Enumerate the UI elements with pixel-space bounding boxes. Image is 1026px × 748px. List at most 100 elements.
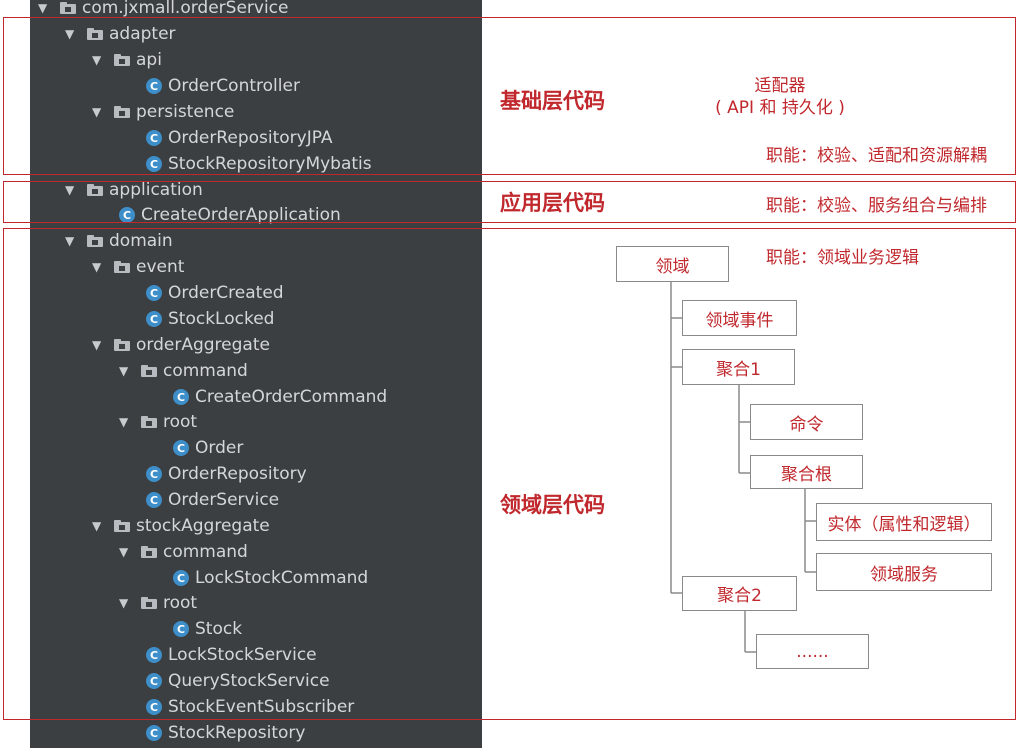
application-layer-frame	[3, 181, 1016, 223]
tree-node-order-aggregate[interactable]: ▼ orderAggregate	[92, 333, 270, 357]
class-icon: C	[146, 311, 162, 327]
adapter-label: 适配器	[754, 76, 806, 96]
tree-node-label: QueryStockService	[168, 671, 330, 691]
folder-icon	[114, 261, 130, 273]
folder-icon	[141, 416, 157, 428]
folder-icon	[114, 54, 130, 66]
tree-node-persistence[interactable]: ▼ persistence	[92, 100, 234, 124]
tree-node-domain[interactable]: ▼ domain	[65, 229, 173, 253]
folder-icon	[60, 2, 76, 14]
tree-node-label: orderAggregate	[136, 335, 270, 355]
tree-node-label: command	[163, 361, 248, 381]
tree-node-root[interactable]: ▼ com.jxmall.orderService	[38, 0, 288, 20]
tree-node-label: root	[163, 593, 198, 613]
tree-node-stock-repository-mybatis[interactable]: C StockRepositoryMybatis	[146, 152, 372, 176]
folder-icon	[141, 597, 157, 609]
tree-node-stock-event-subscriber[interactable]: C StockEventSubscriber	[146, 695, 354, 719]
tree-node-stock[interactable]: C Stock	[173, 617, 242, 641]
folder-icon	[114, 520, 130, 532]
class-icon: C	[146, 130, 162, 146]
tree-node-order-repository-jpa[interactable]: C OrderRepositoryJPA	[146, 126, 333, 150]
tree-node-order-created[interactable]: C OrderCreated	[146, 281, 284, 305]
tree-node-label: domain	[109, 231, 173, 251]
tree-node-adapter[interactable]: ▼ adapter	[65, 22, 176, 46]
tree-node-lock-stock-service[interactable]: C LockStockService	[146, 643, 317, 667]
tree-node-stock-root[interactable]: ▼ root	[119, 591, 197, 615]
tree-node-label: StockRepository	[168, 723, 306, 743]
class-icon: C	[146, 492, 162, 508]
tree-node-label: adapter	[109, 24, 176, 44]
tree-node-label: OrderService	[168, 490, 280, 510]
box-aggregate-2: 聚合2	[682, 576, 797, 611]
expand-arrow-icon[interactable]: ▼	[65, 234, 75, 248]
tree-node-label: OrderRepository	[168, 464, 307, 484]
tree-node-label: OrderCreated	[168, 283, 284, 303]
tree-node-query-stock-service[interactable]: C QueryStockService	[146, 669, 330, 693]
tree-node-api[interactable]: ▼ api	[92, 48, 162, 72]
tree-node-order-service[interactable]: C OrderService	[146, 488, 279, 512]
tree-node-stock-command[interactable]: ▼ command	[119, 540, 248, 564]
adapter-sublabel: ( API 和 持久化 )	[715, 98, 845, 118]
expand-arrow-icon[interactable]: ▼	[65, 183, 75, 197]
tree-node-label: stockAggregate	[136, 516, 270, 536]
tree-node-stock-aggregate[interactable]: ▼ stockAggregate	[92, 514, 270, 538]
tree-node-event[interactable]: ▼ event	[92, 255, 184, 279]
tree-node-create-order-application[interactable]: C CreateOrderApplication	[119, 203, 341, 227]
class-icon: C	[146, 466, 162, 482]
tree-node-create-order-command[interactable]: C CreateOrderCommand	[173, 385, 387, 409]
class-icon: C	[173, 389, 189, 405]
class-icon: C	[146, 78, 162, 94]
tree-node-order-root[interactable]: ▼ root	[119, 410, 197, 434]
class-icon: C	[173, 621, 189, 637]
expand-arrow-icon[interactable]: ▼	[92, 105, 102, 119]
class-icon: C	[173, 440, 189, 456]
class-icon: C	[146, 725, 162, 741]
tree-node-label: OrderRepositoryJPA	[168, 128, 333, 148]
expand-arrow-icon[interactable]: ▼	[92, 260, 102, 274]
folder-icon	[87, 28, 103, 40]
tree-node-label: CreateOrderCommand	[195, 387, 388, 407]
tree-node-order-repository[interactable]: C OrderRepository	[146, 462, 307, 486]
folder-icon	[114, 339, 130, 351]
box-domain-event: 领域事件	[682, 300, 797, 336]
expand-arrow-icon[interactable]: ▼	[119, 596, 129, 610]
expand-arrow-icon[interactable]: ▼	[38, 1, 48, 15]
folder-icon	[141, 546, 157, 558]
tree-node-order[interactable]: C Order	[173, 436, 243, 460]
tree-node-label: OrderController	[168, 76, 300, 96]
expand-arrow-icon[interactable]: ▼	[92, 338, 102, 352]
tree-node-label: StockLocked	[168, 309, 275, 329]
folder-icon	[87, 184, 103, 196]
tree-node-lock-stock-command[interactable]: C LockStockCommand	[173, 566, 368, 590]
expand-arrow-icon[interactable]: ▼	[92, 519, 102, 533]
tree-node-stock-repository[interactable]: C StockRepository	[146, 721, 305, 745]
box-aggregate-1: 聚合1	[682, 349, 795, 385]
tree-node-label: application	[109, 180, 203, 200]
folder-icon	[141, 365, 157, 377]
tree-node-label: com.jxmall.orderService	[82, 0, 289, 18]
tree-node-stock-locked[interactable]: C StockLocked	[146, 307, 274, 331]
tree-node-label: StockEventSubscriber	[168, 697, 355, 717]
application-duty: 职能：校验、服务组合与编排	[766, 196, 987, 216]
expand-arrow-icon[interactable]: ▼	[119, 545, 129, 559]
project-tree-panel: ▼ com.jxmall.orderService ▼ adapter ▼ ap…	[30, 0, 482, 748]
expand-arrow-icon[interactable]: ▼	[119, 364, 129, 378]
class-icon: C	[119, 207, 135, 223]
tree-node-order-command[interactable]: ▼ command	[119, 359, 248, 383]
tree-node-label: CreateOrderApplication	[141, 205, 341, 225]
box-ellipsis: ......	[756, 634, 869, 669]
tree-node-application[interactable]: ▼ application	[65, 178, 203, 202]
tree-node-label: Order	[195, 438, 244, 458]
expand-arrow-icon[interactable]: ▼	[92, 53, 102, 67]
class-icon: C	[146, 673, 162, 689]
box-entity: 实体（属性和逻辑）	[816, 503, 992, 541]
tree-node-label: LockStockCommand	[195, 568, 369, 588]
expand-arrow-icon[interactable]: ▼	[65, 27, 75, 41]
application-layer-title: 应用层代码	[500, 191, 605, 215]
box-command: 命令	[750, 404, 863, 440]
box-domain: 领域	[616, 246, 729, 282]
tree-node-order-controller[interactable]: C OrderController	[146, 74, 300, 98]
tree-node-label: persistence	[136, 102, 235, 122]
expand-arrow-icon[interactable]: ▼	[119, 415, 129, 429]
